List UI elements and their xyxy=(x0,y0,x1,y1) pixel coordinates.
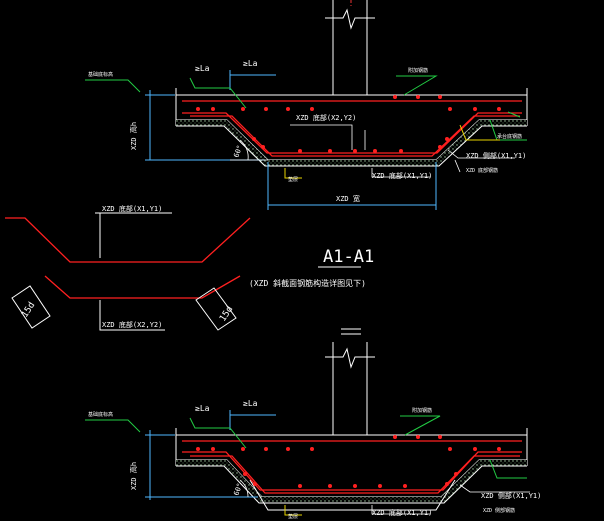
top-rebar-dots xyxy=(196,95,501,153)
small-bottom-label: 垫层 xyxy=(288,176,298,183)
bar-h2-label: XZD 底部(X2,Y2) xyxy=(296,113,356,122)
bottom-dim-height-label: XZD 高h xyxy=(129,462,138,490)
top-yellow-leaders xyxy=(284,124,500,179)
la-top-label: ≥La xyxy=(243,59,258,68)
bottom-column xyxy=(325,328,375,435)
top-section xyxy=(85,0,528,210)
top-angle-arc xyxy=(239,139,249,161)
bottom-la-left-label: ≥La xyxy=(195,404,210,413)
dim-width-label: XZD 宽 xyxy=(336,194,360,203)
bar-v1-label: XZD 侧部(X1,Y1) xyxy=(466,151,526,160)
detail-shapes xyxy=(5,212,251,331)
bottom-rebar-dots xyxy=(196,435,501,488)
detail-15d-left-box xyxy=(11,285,51,329)
top-leaders-white xyxy=(290,124,515,178)
bottom-angle-label: 60° xyxy=(232,482,244,497)
section-subtitle: (XZD 斜截面钢筋构造详图见下) xyxy=(249,278,366,288)
bottom-leaders-white xyxy=(371,484,530,515)
bottom-small-top-label: 附加钢筋 xyxy=(412,407,432,414)
bottom-small-bottom-label: 垫层 xyxy=(288,513,298,520)
small-top-label: 附加钢筋 xyxy=(408,67,428,74)
bottom-leaders xyxy=(85,415,527,479)
detail-bar-h1-label: XZD 底部(X1,Y1) xyxy=(102,204,162,213)
detail-15d-left-label: 15d xyxy=(20,301,37,320)
bottom-rebar xyxy=(182,440,522,494)
top-dimensions xyxy=(145,70,437,210)
bottom-bar-v1-label: XZD 侧部(X1,Y1) xyxy=(481,491,541,500)
detail-bar-lower xyxy=(44,275,241,299)
bottom-la-top-label: ≥La xyxy=(243,399,258,408)
detail-bar-upper xyxy=(5,217,251,263)
top-leaders xyxy=(85,75,527,141)
small-left-label: 基础底标高 xyxy=(88,71,113,78)
detail-15d-right-box xyxy=(195,287,237,331)
section-title: A1-A1 xyxy=(323,247,374,267)
small-right-label: 承台底钢筋 xyxy=(497,133,522,140)
bottom-small-right3-label: XZD 侧部钢筋 xyxy=(483,507,515,514)
bottom-small-left-label: 基础底标高 xyxy=(88,411,113,418)
small-right2-label: XZD 底部钢筋 xyxy=(466,167,498,174)
top-rebar xyxy=(182,100,522,157)
angle-label: 60° xyxy=(232,144,244,159)
bar-h1-label: XZD 底部(X1,Y1) xyxy=(372,171,432,180)
bottom-bar-h1-label: XZD 底部(X1,Y1) xyxy=(372,508,432,517)
top-cushion-outline xyxy=(176,125,527,167)
la-left-label: ≥La xyxy=(195,64,210,73)
bottom-section xyxy=(85,328,530,516)
dim-height-label: XZD 高h xyxy=(129,122,138,150)
bottom-dimensions xyxy=(145,410,276,500)
top-column xyxy=(325,0,375,95)
detail-bar-h2-label: XZD 底部(X2,Y2) xyxy=(102,320,162,329)
